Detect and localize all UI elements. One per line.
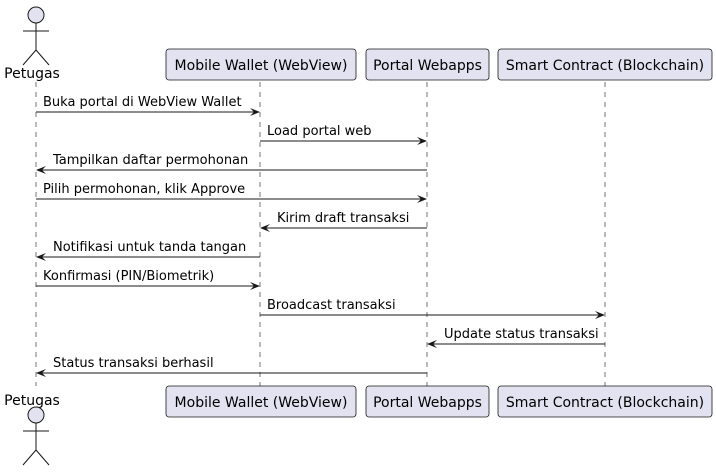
- message-label-3: Tampilkan daftar permohonan: [52, 153, 248, 168]
- message-arrowhead-4: [417, 195, 427, 203]
- actor-leg-left-top: [22, 49, 37, 66]
- message-arrowhead-9: [427, 340, 437, 348]
- message-label-10: Status transaksi berhasil: [53, 356, 214, 371]
- participant-box-wallet-bottom: [165, 385, 357, 418]
- message-label-6: Notifikasi untuk tanda tangan: [53, 240, 246, 255]
- message-arrowhead-3: [36, 166, 46, 174]
- participant-box-portal-bottom: [365, 385, 490, 418]
- participant-box-contract-top: [497, 48, 713, 81]
- actor-label-top: Petugas: [4, 66, 60, 82]
- message-label-9: Update status transaksi: [444, 327, 599, 342]
- message-arrowhead-2: [417, 137, 427, 145]
- message-label-4: Pilih permohonan, klik Approve: [43, 182, 245, 197]
- participant-label-portal-bottom: Portal Webapps: [373, 395, 482, 411]
- actor-head-top: [27, 6, 45, 24]
- message-label-2: Load portal web: [267, 124, 372, 139]
- participant-box-wallet-top: [165, 48, 357, 81]
- participant-label-portal-top: Portal Webapps: [373, 58, 482, 74]
- actor-leg-right-top: [35, 49, 50, 66]
- message-label-7: Konfirmasi (PIN/Biometrik): [43, 269, 214, 284]
- participant-box-contract-bottom: [497, 385, 713, 418]
- actor-leg-right-bottom: [35, 449, 50, 466]
- message-arrowhead-10: [36, 369, 46, 377]
- actor-leg-left-bottom: [22, 449, 37, 466]
- actor-head-bottom: [27, 406, 45, 424]
- message-label-8: Broadcast transaksi: [267, 298, 396, 313]
- participant-label-contract-bottom: Smart Contract (Blockchain): [506, 395, 704, 411]
- participant-box-portal-top: [365, 48, 490, 81]
- message-arrowhead-7: [250, 282, 260, 290]
- message-arrowhead-1: [250, 108, 260, 116]
- actor-label-bottom: Petugas: [4, 393, 60, 409]
- message-arrowhead-8: [595, 311, 605, 319]
- participant-label-contract-top: Smart Contract (Blockchain): [506, 58, 704, 74]
- message-arrowhead-6: [36, 253, 46, 261]
- participant-label-wallet-bottom: Mobile Wallet (WebView): [175, 395, 348, 411]
- message-arrowhead-5: [260, 224, 270, 232]
- participant-label-wallet-top: Mobile Wallet (WebView): [175, 58, 348, 74]
- message-label-5: Kirim draft transaksi: [277, 211, 409, 226]
- message-label-1: Buka portal di WebView Wallet: [43, 95, 242, 110]
